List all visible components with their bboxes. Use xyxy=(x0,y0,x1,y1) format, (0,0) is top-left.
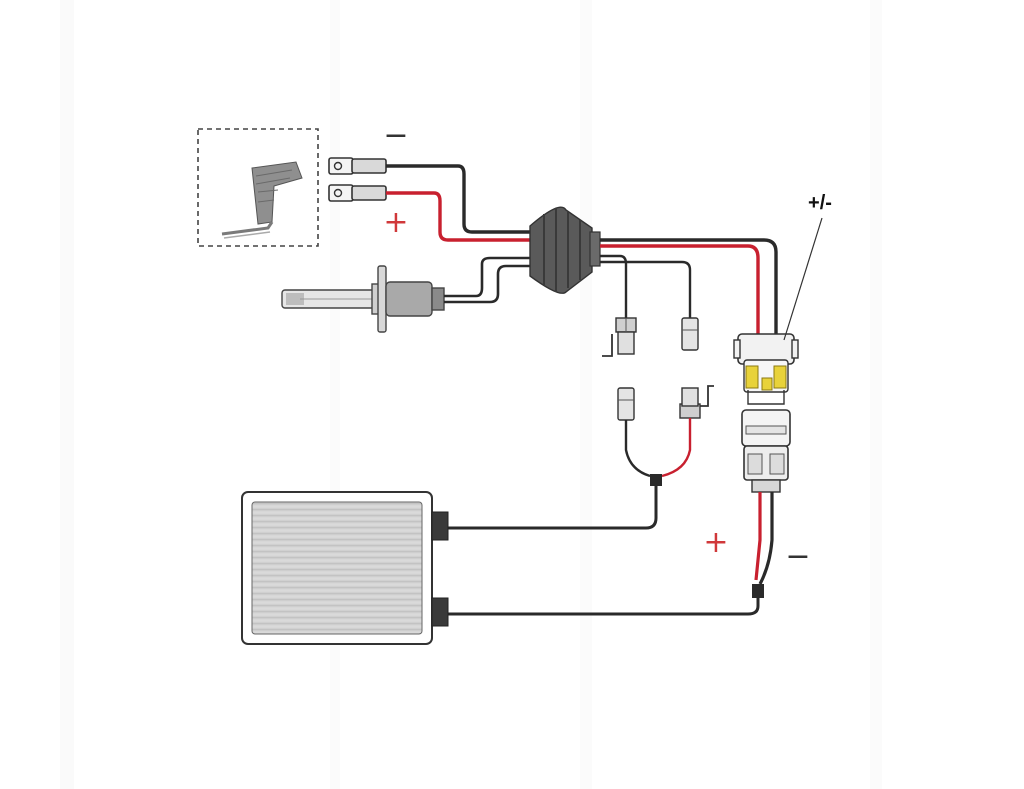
splice-sleeve-top xyxy=(650,474,662,486)
h4-socket-icon xyxy=(733,333,799,405)
bottom-plus-label: + xyxy=(703,525,728,560)
wire-ballast-upper xyxy=(448,486,658,530)
wire-bulb-2 xyxy=(444,264,536,304)
h4-plug-icon xyxy=(741,409,791,493)
ring-terminal-positive xyxy=(328,184,387,202)
top-minus-label: − xyxy=(383,118,408,153)
top-plus-label: + xyxy=(383,205,408,240)
ballast-box-icon xyxy=(241,491,449,645)
ring-terminal-negative xyxy=(328,157,387,175)
connector-female-bottom xyxy=(617,387,635,421)
wire-ballast-lower xyxy=(448,598,760,616)
relay-bracket-box xyxy=(197,128,319,247)
plus-minus-label: +/- xyxy=(808,192,832,214)
wire-black-main xyxy=(600,238,778,336)
wire-red-main xyxy=(600,244,760,336)
wire-signal-1 xyxy=(600,254,628,318)
plus-minus-pointer xyxy=(783,217,823,341)
wire-plug-black xyxy=(758,492,774,585)
connector-female-top xyxy=(681,317,699,351)
wire-black-battery xyxy=(386,164,536,234)
background-stripes xyxy=(60,0,882,789)
wire-red-battery xyxy=(386,191,536,242)
bottom-minus-label: − xyxy=(785,539,810,574)
wire-plug-red xyxy=(754,492,762,581)
connector-male-top xyxy=(602,317,637,357)
rubber-grommet-icon xyxy=(529,206,601,294)
wire-bulb-1 xyxy=(444,256,536,298)
wire-ballast-signal-black xyxy=(624,420,651,478)
relay-bracket-icon xyxy=(221,161,303,239)
wire-ballast-signal-red xyxy=(661,418,692,478)
connector-male-bottom xyxy=(679,385,714,419)
hid-bulb-icon xyxy=(281,265,445,333)
splice-sleeve-bottom xyxy=(752,584,764,598)
wire-signal-2 xyxy=(600,260,692,318)
